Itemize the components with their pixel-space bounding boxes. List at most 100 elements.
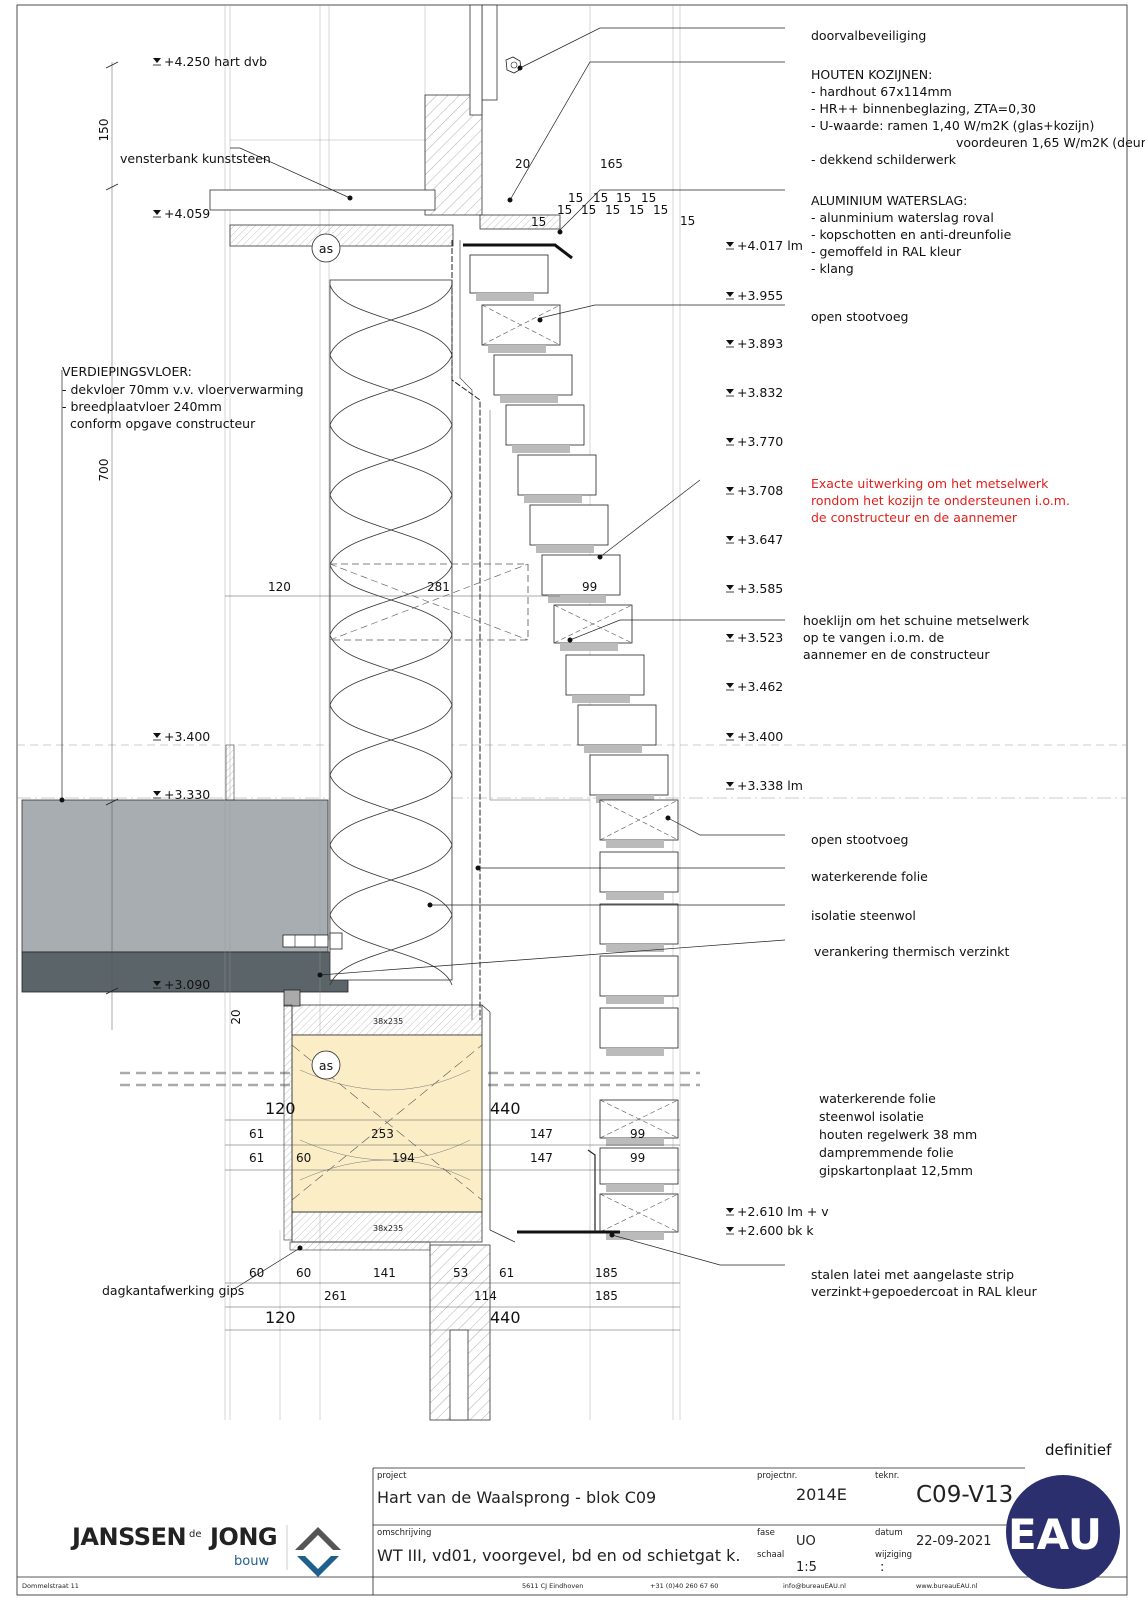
beam-size-bottom: 38x235 xyxy=(373,1224,403,1233)
level-triangle-icon xyxy=(726,536,734,541)
mortar-joint xyxy=(606,840,664,848)
level-label: +2.600 bk k xyxy=(737,1223,814,1238)
axis-label-top: as xyxy=(319,241,333,256)
level-label: +3.400 xyxy=(737,729,783,744)
label-dagkant: dagkantafwerking gips xyxy=(102,1283,244,1298)
mortar-joint xyxy=(606,1138,664,1146)
dimension-numbers: 20 165 15 15 15 15 15 15 15 15 15 15 15 … xyxy=(249,157,695,1327)
brick xyxy=(599,955,679,997)
dim-61-row3: 61 xyxy=(249,1151,264,1165)
mortar-joint xyxy=(512,445,570,453)
tb-foot-3: +31 (0)40 260 67 60 xyxy=(650,1582,718,1590)
brick xyxy=(469,254,549,294)
logo-jong: JONG xyxy=(208,1523,277,1551)
tb-teknr: C09-V13 xyxy=(916,1482,1013,1508)
dim-15: 15 xyxy=(641,191,656,205)
mortar-joint xyxy=(596,795,654,803)
dimension-rows xyxy=(225,595,680,1331)
label-kozijnen-2: - HR++ binnenbeglazing, ZTA=0,30 xyxy=(811,101,1036,116)
brick xyxy=(529,504,609,546)
tb-omschrijving-label: omschrijving xyxy=(377,1528,431,1538)
dim-15: 15 xyxy=(531,215,546,229)
level-triangle-icon xyxy=(726,634,734,639)
open-joint-cross xyxy=(481,304,561,346)
level-label: +3.338 lm xyxy=(737,778,803,793)
inner-structure-outline xyxy=(489,410,590,801)
tb-foot-1: Dommelstraat 11 xyxy=(22,1582,79,1590)
logo-janssen: JANSSEN xyxy=(70,1523,186,1551)
dim-61-row2: 61 xyxy=(249,1127,264,1141)
tb-projectnr-label: projectnr. xyxy=(757,1471,797,1481)
status-definitief: definitief xyxy=(1045,1441,1112,1459)
dim-261-row5: 261 xyxy=(324,1289,347,1303)
waterproof-foil xyxy=(451,240,481,1020)
dim-15: 15 xyxy=(680,214,695,228)
level-label: +3.090 xyxy=(164,977,210,992)
brick xyxy=(599,1007,679,1049)
eau-logo-circle xyxy=(1006,1475,1120,1589)
level-label: +3.585 xyxy=(737,581,783,596)
axis-marker-bottom: as xyxy=(311,1050,341,1080)
level-markers-left: +4.250 hart dvb+4.059+3.400+3.330+3.090 xyxy=(153,54,267,992)
tb-foot-2: 5611 CJ Eindhoven xyxy=(522,1582,583,1590)
annotations-left: vensterbank kunststeen VERDIEPINGSVLOER:… xyxy=(62,151,304,1298)
dim-141-row4: 141 xyxy=(373,1266,396,1280)
fall-protection-bolt xyxy=(505,56,522,74)
tb-datum-label: datum xyxy=(875,1528,903,1538)
brick xyxy=(599,851,679,893)
label-verankering: verankering thermisch verzinkt xyxy=(814,944,1010,959)
dim-114-row5: 114 xyxy=(474,1289,497,1303)
label-bottom-1: waterkerende folie xyxy=(819,1091,936,1106)
label-kozijnen-5: - dekkend schilderwerk xyxy=(811,152,957,167)
leader-lines xyxy=(61,27,786,1290)
dim-700: 700 xyxy=(97,459,111,482)
dim-120-row1: 120 xyxy=(265,1099,296,1118)
mortar-joint xyxy=(606,1048,664,1056)
masonry-bricks xyxy=(469,254,679,1240)
level-label: +3.770 xyxy=(737,434,783,449)
mortar-joint xyxy=(536,545,594,553)
lintel-beams xyxy=(283,989,620,1421)
level-label: +3.955 xyxy=(737,288,783,303)
label-waterkerende-folie: waterkerende folie xyxy=(811,869,928,884)
beam-size-top: 38x235 xyxy=(373,1017,403,1026)
tb-wijziging: : xyxy=(880,1560,884,1575)
label-waterslag-4: - klang xyxy=(811,261,854,276)
level-triangle-icon xyxy=(726,1227,734,1232)
dim-440-row1: 440 xyxy=(490,1099,521,1118)
level-label: +3.647 xyxy=(737,532,783,547)
tb-datum: 22-09-2021 xyxy=(916,1534,992,1549)
brick xyxy=(505,404,585,446)
level-triangle-icon xyxy=(726,292,734,297)
label-bottom-2: steenwol isolatie xyxy=(819,1109,924,1124)
axis-marker-top: as xyxy=(311,233,341,263)
label-bottom-5: gipskartonplaat 12,5mm xyxy=(819,1163,973,1178)
label-waterslag-3: - gemoffeld in RAL kleur xyxy=(811,244,962,259)
mortar-joint xyxy=(488,345,546,353)
label-isolatie-steenwol: isolatie steenwol xyxy=(811,908,916,923)
open-joint-cross xyxy=(599,1099,679,1139)
brick xyxy=(589,754,669,796)
dim-15: 15 xyxy=(557,203,572,217)
dim-15: 15 xyxy=(629,203,644,217)
label-open-stootvoeg-2: open stootvoeg xyxy=(811,832,908,847)
brick xyxy=(493,354,573,396)
level-label: +3.708 xyxy=(737,483,783,498)
level-label: +2.610 lm + v xyxy=(737,1204,829,1219)
mortar-joint xyxy=(606,892,664,900)
mortar-joint xyxy=(500,395,558,403)
support-beam-outline xyxy=(329,563,529,641)
logo-bouw: bouw xyxy=(234,1554,269,1569)
level-triangle-icon xyxy=(726,389,734,394)
logo-de: de xyxy=(189,1529,202,1540)
tb-foot-4: info@bureauEAU.nl xyxy=(783,1582,846,1590)
label-vloer-1: - dekvloer 70mm v.v. vloerverwarming xyxy=(62,382,304,397)
level-triangle-icon xyxy=(153,210,161,215)
mortar-joint xyxy=(524,495,582,503)
dim-99-row3: 99 xyxy=(630,1151,645,1165)
dim-60a-row4: 60 xyxy=(249,1266,264,1280)
sheet-border xyxy=(16,4,1128,1596)
eau-logo-text: EAU xyxy=(1008,1510,1102,1559)
label-kozijnen-3: - U-waarde: ramen 1,40 W/m2K (glas+kozij… xyxy=(811,118,1094,133)
